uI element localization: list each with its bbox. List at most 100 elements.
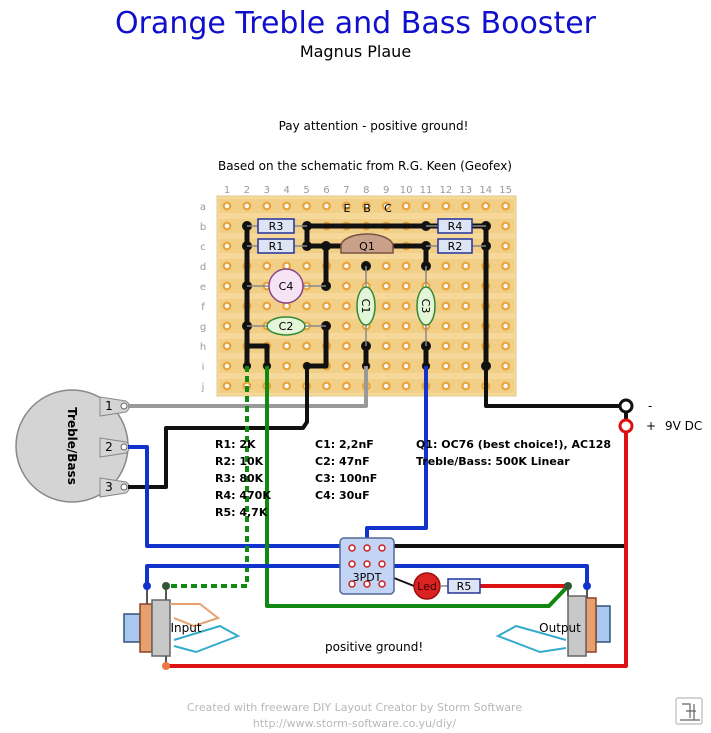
pad-i13 [461, 361, 471, 371]
page-title: Orange Treble and Bass Booster [114, 6, 596, 41]
pad-f10 [401, 301, 411, 311]
author-name: Magnus Plaue [299, 42, 412, 61]
pad-b1 [222, 221, 232, 231]
column-label-9: 9 [383, 185, 389, 196]
pad-a13 [461, 201, 471, 211]
pad-f3 [262, 301, 272, 311]
pad-d12 [441, 261, 451, 271]
pin-label-e: E [344, 202, 351, 215]
part-c3: C3: 100nF [315, 472, 378, 485]
pad-f9 [381, 301, 391, 311]
pad-j7 [342, 381, 351, 391]
capacitor-c3: C3 [416, 266, 436, 346]
pad-f6 [322, 301, 331, 311]
pad-h15 [501, 341, 511, 351]
pad-e12 [441, 281, 451, 291]
row-label-g: g [200, 322, 206, 333]
pad-i1 [222, 361, 232, 371]
column-label-11: 11 [420, 185, 433, 196]
column-label-15: 15 [499, 185, 512, 196]
svg-text:C3: C3 [419, 299, 432, 314]
pad-a10 [401, 201, 411, 211]
wire-blue-c3 [365, 366, 428, 540]
diy-logo-icon [675, 697, 703, 725]
svg-text:Q1: Q1 [359, 240, 375, 253]
column-label-6: 6 [323, 185, 329, 196]
pad-d1 [222, 261, 232, 271]
other-parts-list: Q1: OC76 (best choice!), AC128 Treble/Ba… [416, 436, 611, 470]
svg-text:R4: R4 [448, 220, 463, 233]
pad-a8 [361, 201, 371, 211]
positive-ground-warning: Pay attention - positive ground! [278, 119, 469, 133]
pad-h1 [222, 341, 232, 351]
pad-g13 [461, 321, 471, 331]
resistor-list: R1: 2K R2: 10K R3: 80K R4: 470K R5: 4,7K [215, 436, 271, 521]
column-label-12: 12 [440, 185, 453, 196]
svg-text:C1: C1 [359, 299, 372, 314]
pad-f15 [501, 301, 511, 311]
pad-f7 [342, 301, 351, 311]
pad-a5 [302, 201, 312, 211]
pad-j1 [222, 381, 232, 391]
part-r1: R1: 2K [215, 438, 256, 451]
pad-i12 [441, 361, 451, 371]
resistor-r5: R5 [440, 578, 481, 594]
svg-text:Output: Output [539, 621, 581, 635]
pot-pin-3: 3 [105, 480, 113, 494]
pad-h4 [282, 341, 292, 351]
part-c4: C4: 30uF [315, 489, 370, 502]
pad-f13 [461, 301, 471, 311]
row-label-d: d [200, 262, 206, 273]
pad-d3 [262, 261, 272, 271]
resistor-r4: R4 [426, 218, 486, 234]
pad-g7 [342, 321, 351, 331]
capacitor-c1: C1 [356, 266, 376, 346]
column-label-5: 5 [303, 185, 309, 196]
resistor-r1: R1 [247, 238, 307, 254]
pad-h7 [342, 341, 351, 351]
pad-e9 [381, 281, 391, 291]
row-label-c: c [200, 242, 206, 253]
pad-a3 [262, 201, 272, 211]
footer-url[interactable]: http://www.storm-software.co.yu/diy/ [252, 717, 457, 730]
pad-a4 [282, 201, 292, 211]
pad-h13 [461, 341, 471, 351]
power-voltage-label: 9V DC [665, 419, 702, 433]
part-r4: R4: 470K [215, 489, 271, 502]
pad-a1 [222, 201, 232, 211]
pad-d15 [501, 261, 511, 271]
svg-text:Treble/Bass: Treble/Bass [65, 407, 79, 485]
pin-label-b: B [363, 202, 371, 215]
pad-i4 [282, 361, 292, 371]
pad-a12 [441, 201, 451, 211]
pad-j9 [381, 381, 391, 391]
row-label-a: a [200, 202, 206, 213]
pad-a9 [381, 201, 391, 211]
pad-c1 [222, 241, 232, 251]
column-label-14: 14 [479, 185, 492, 196]
pad-e1 [222, 281, 232, 291]
capacitor-list: C1: 2,2nF C2: 47nF C3: 100nF C4: 30uF [315, 436, 377, 504]
wire-blue-output [394, 564, 589, 586]
pad-f5 [302, 301, 312, 311]
pad-a7 [342, 201, 351, 211]
pad-i9 [381, 361, 391, 371]
pad-b15 [501, 221, 511, 231]
pad-a15 [501, 201, 511, 211]
pad-j12 [441, 381, 451, 391]
svg-text:R2: R2 [448, 240, 463, 253]
pad-j10 [401, 381, 411, 391]
potentiometer-treble-bass: Treble/Bass 1 2 3 [15, 389, 130, 503]
svg-text:3PDT: 3PDT [353, 571, 382, 584]
pad-h12 [441, 341, 451, 351]
pad-e7 [342, 281, 351, 291]
svg-text:R1: R1 [269, 240, 284, 253]
pad-g15 [501, 321, 511, 331]
pad-a6 [322, 201, 331, 211]
pad-a11 [421, 201, 431, 211]
part-c1: C1: 2,2nF [315, 438, 374, 451]
pad-h9 [381, 341, 391, 351]
pad-c15 [501, 241, 511, 251]
